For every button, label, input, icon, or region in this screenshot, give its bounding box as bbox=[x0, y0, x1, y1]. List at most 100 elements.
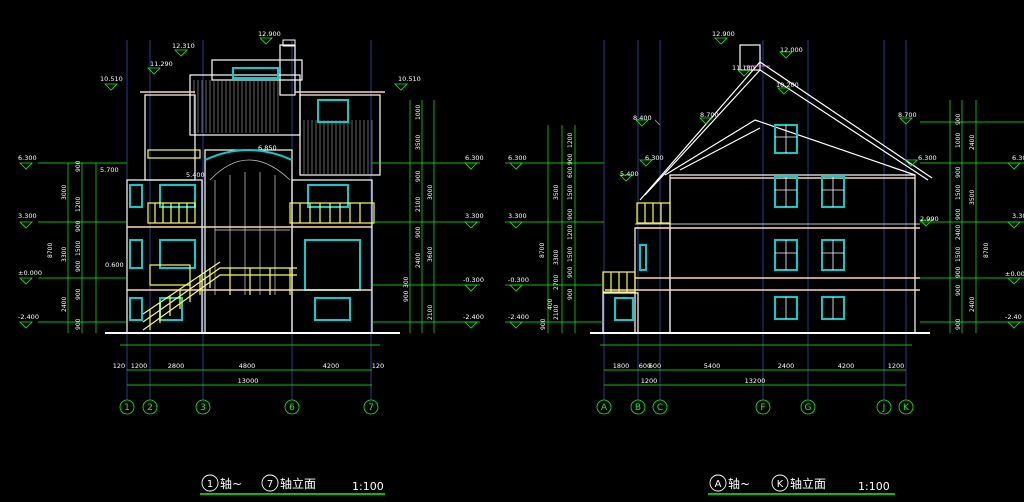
left-caption: 1 轴~ 7 轴立面 1:100 bbox=[200, 474, 385, 495]
level-label: 5.400 bbox=[186, 171, 205, 179]
level-label: 8.400 bbox=[633, 114, 652, 122]
axis-label: 2 bbox=[147, 403, 153, 413]
axis-label: A bbox=[601, 403, 608, 413]
dim-text: 300 bbox=[403, 276, 410, 288]
dim-text: 2100 bbox=[427, 305, 434, 320]
right-slabs bbox=[605, 177, 920, 291]
dim-text: 1500 bbox=[955, 185, 962, 200]
dim-text: 600 bbox=[649, 362, 661, 370]
level-label: -2.400 bbox=[463, 313, 484, 321]
level-label: 0.600 bbox=[105, 261, 124, 269]
level-label: 6.300 bbox=[465, 154, 484, 162]
level-label: 3.300 bbox=[465, 212, 484, 220]
dim-text: 8700 bbox=[47, 243, 54, 258]
level-label: 5.700 bbox=[100, 166, 119, 174]
dim-text: 900 bbox=[567, 208, 574, 220]
right-caption: A 轴~ K 轴立面 1:100 bbox=[708, 474, 895, 495]
dim-text: 2400 bbox=[955, 225, 962, 240]
dim-text: 900 bbox=[955, 166, 962, 178]
dim-text: 2400 bbox=[969, 135, 976, 150]
dim-text: 3500 bbox=[415, 135, 422, 150]
dim-text: 1200 bbox=[567, 225, 574, 240]
right-roof-accent bbox=[654, 65, 770, 126]
dim-text: 900 bbox=[403, 290, 410, 302]
level-label: 12.900 bbox=[712, 30, 735, 38]
left-level-markers bbox=[19, 37, 478, 329]
dim-text: 4200 bbox=[323, 362, 340, 370]
right-window-mullions bbox=[775, 125, 844, 319]
axis-label: 6 bbox=[289, 403, 295, 413]
axis-label: B bbox=[635, 403, 641, 413]
level-label: 12.900 bbox=[258, 30, 281, 38]
left-central-glazing bbox=[204, 149, 293, 295]
level-label: 12.000 bbox=[780, 46, 803, 54]
dim-text: 900 bbox=[955, 208, 962, 220]
dim-text: 400 bbox=[547, 298, 554, 310]
level-label: 6.300 bbox=[508, 154, 527, 162]
dim-text: 5400 bbox=[704, 362, 721, 370]
caption-scale: 1:100 bbox=[352, 480, 384, 493]
level-label: 6.30 bbox=[1012, 154, 1024, 162]
right-railings bbox=[602, 202, 671, 293]
dim-text: 2400 bbox=[415, 253, 422, 268]
dim-text: 120 bbox=[372, 362, 384, 370]
dim-text: 3000 bbox=[61, 185, 68, 200]
dim-text: 1200 bbox=[131, 362, 148, 370]
level-label: ±0.00 bbox=[1005, 270, 1024, 278]
dim-text: 900 bbox=[415, 170, 422, 182]
dim-text: 3600 bbox=[427, 247, 434, 262]
dim-text: 2400 bbox=[969, 297, 976, 312]
level-label: ±0.000 bbox=[18, 269, 42, 277]
dim-text: 900 bbox=[75, 220, 82, 232]
caption-axis-to: K bbox=[777, 479, 784, 490]
dim-text: 3000 bbox=[427, 185, 434, 200]
dim-text: 1200 bbox=[75, 197, 82, 212]
right-axis-bubbles: A B C F G J K bbox=[596, 399, 914, 415]
dim-text: 1500 bbox=[567, 185, 574, 200]
dim-text: 2400 bbox=[61, 297, 68, 312]
level-label: 3.30 bbox=[1012, 212, 1024, 220]
caption-axis-to: 7 bbox=[267, 479, 273, 490]
dim-text: 1200 bbox=[888, 362, 905, 370]
total-dim-text: 13000 bbox=[238, 377, 259, 385]
caption-axis-from: 1 bbox=[207, 479, 213, 490]
dim-text: 900 bbox=[75, 260, 82, 272]
level-label: -2.400 bbox=[508, 313, 529, 321]
axis-label: G bbox=[805, 403, 812, 413]
level-label: 6.300 bbox=[918, 154, 937, 162]
caption-scale: 1:100 bbox=[858, 480, 890, 493]
axis-label: 7 bbox=[368, 403, 374, 413]
dim-text: 900 bbox=[75, 318, 82, 330]
axis-label: 3 bbox=[200, 403, 206, 413]
right-dim-lines bbox=[505, 100, 1024, 386]
dim-text: 900 bbox=[955, 284, 962, 296]
dim-text: 3300 bbox=[553, 250, 560, 265]
caption-mid: 轴~ bbox=[220, 476, 242, 491]
left-axis-bubbles: 1 2 3 6 7 bbox=[119, 399, 379, 415]
dim-text: 900 bbox=[75, 288, 82, 300]
dim-text: 1000 bbox=[955, 133, 962, 148]
left-railings bbox=[142, 149, 375, 331]
level-label: 2.990 bbox=[920, 215, 939, 223]
dim-text: 1500 bbox=[567, 247, 574, 262]
dim-text: 1200 bbox=[641, 377, 658, 385]
dim-text: 8700 bbox=[983, 243, 990, 258]
right-level-texts: 12.900 12.000 11.180 10.200 8.400 8.700 … bbox=[508, 30, 1024, 321]
level-label: 8.700 bbox=[898, 111, 917, 119]
left-elevation: 12.900 12.310 11.290 10.510 10.510 6.850… bbox=[18, 30, 484, 495]
dim-text: 1500 bbox=[75, 241, 82, 256]
left-dim-lines bbox=[38, 100, 480, 386]
left-windows bbox=[129, 67, 361, 321]
left-siding bbox=[193, 80, 373, 175]
caption-suffix: 轴立面 bbox=[790, 476, 826, 491]
level-label: 12.310 bbox=[172, 42, 195, 50]
right-axis-grid bbox=[603, 40, 907, 400]
dim-text: 900 bbox=[75, 160, 82, 172]
dim-text: 120 bbox=[113, 362, 125, 370]
caption-mid: 轴~ bbox=[728, 476, 750, 491]
level-label: 5.400 bbox=[620, 170, 639, 178]
dim-text: 600 bbox=[639, 362, 651, 370]
dim-text: 3300 bbox=[61, 247, 68, 262]
dim-text: 900 bbox=[955, 318, 962, 330]
